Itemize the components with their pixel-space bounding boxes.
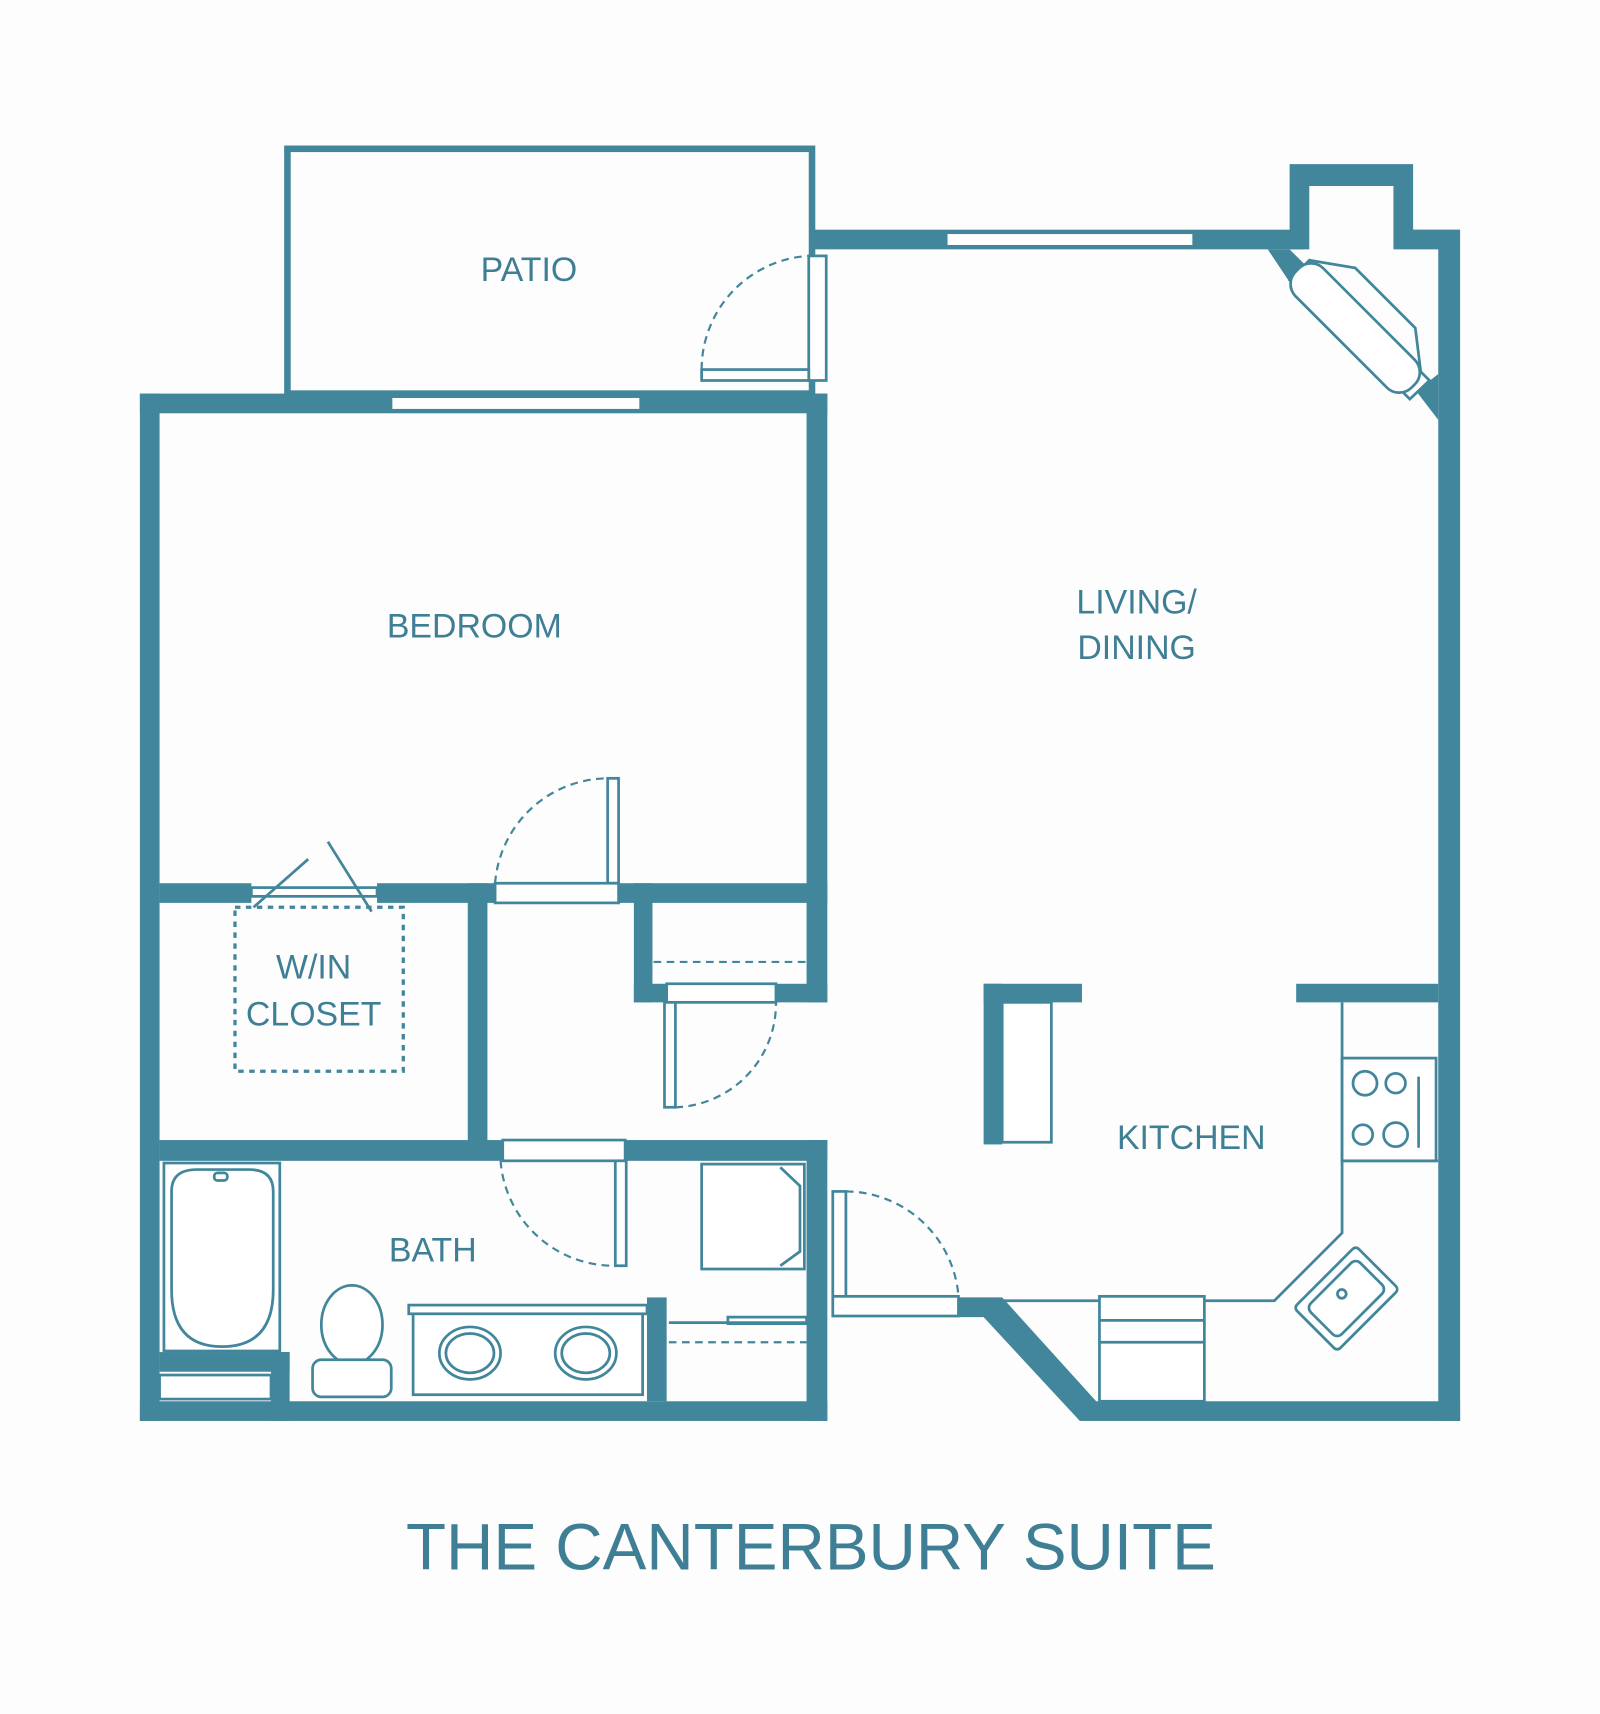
plan-title: THE CANTERBURY SUITE [406,1511,1216,1584]
toilet-icon [311,1284,393,1399]
double-vanity-icon [407,1303,649,1397]
room-label-bedroom: BEDROOM [387,607,562,645]
room-label-living-1: LIVING/ [1076,583,1197,621]
room-label-bath: BATH [389,1231,477,1269]
room-label-kitchen: KITCHEN [1117,1119,1266,1157]
bedroom-window [390,395,642,412]
room-label-closet-1: W/IN [276,948,351,986]
linen-door [653,960,807,1109]
dishwasher-icon [1098,1294,1206,1403]
fireplace-icon [1287,258,1432,401]
living-window [945,231,1195,248]
kitchen-sink-icon [1294,1246,1399,1351]
patio-door [700,254,828,382]
bedroom-door [493,776,620,905]
closet-shelf [233,905,405,1073]
room-label-living-2: DINING [1077,629,1196,667]
bath-linen-shelf [158,1373,273,1401]
room-label-closet-2: CLOSET [246,995,381,1033]
bath-closet [668,1315,808,1344]
bathtub-icon [162,1161,282,1353]
walls [139,164,1461,1421]
stove-icon [1340,1056,1438,1163]
bath-door [499,1138,628,1268]
closet-bifold-door [250,840,379,913]
washer-dryer-icon [700,1162,806,1271]
entry-door [831,1190,960,1318]
room-label-patio: PATIO [481,251,578,289]
